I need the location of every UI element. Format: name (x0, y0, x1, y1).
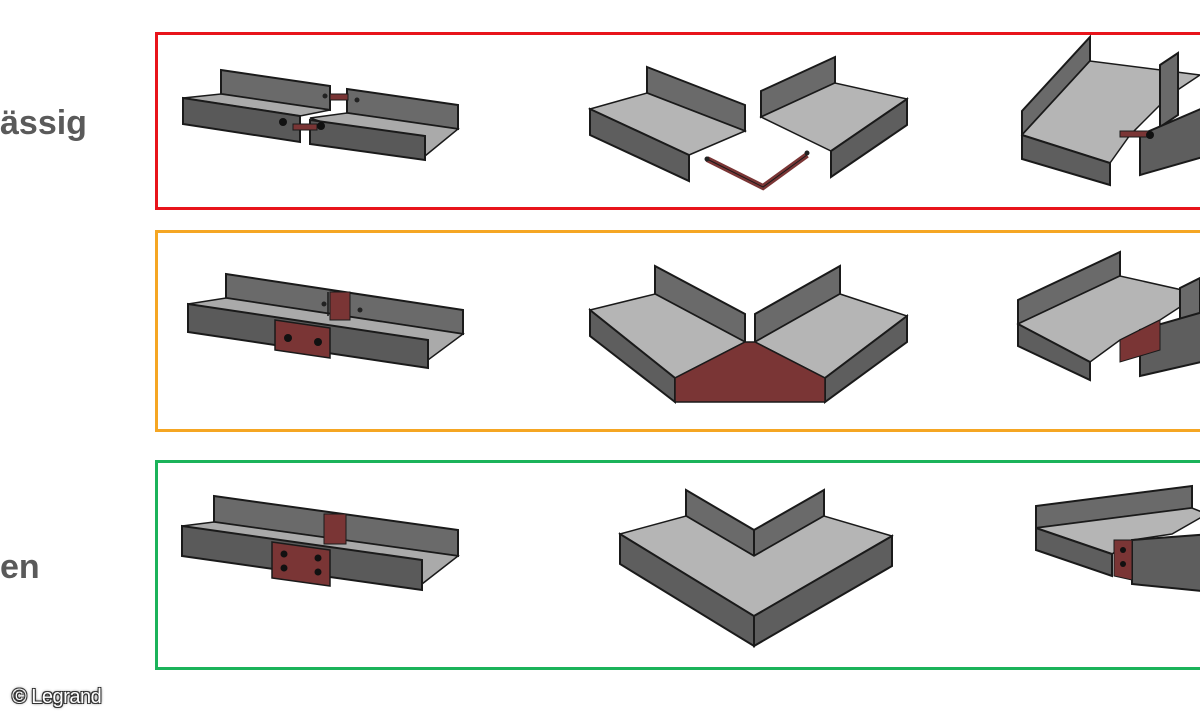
copyright-notice: © Legrand (12, 686, 102, 708)
tray-tee-joint-row-2 (1010, 250, 1200, 385)
tray-straight-joint-row-3 (178, 492, 478, 617)
row-label-1: ässig (0, 104, 87, 142)
row-label-3: en (0, 548, 40, 586)
tray-corner-joint-row-3 (612, 486, 902, 656)
tray-corner-joint-row-2 (585, 262, 915, 412)
panel-row-3 (155, 460, 1200, 670)
tray-tee-joint-row-1 (1010, 34, 1200, 190)
tray-straight-joint-row-2 (180, 270, 480, 395)
panel-row-2 (155, 230, 1200, 432)
panel-row-1 (155, 32, 1200, 210)
tray-straight-joint-row-1 (175, 60, 475, 185)
tray-corner-joint-row-1 (585, 55, 915, 200)
tray-tee-joint-row-3 (1032, 484, 1200, 599)
